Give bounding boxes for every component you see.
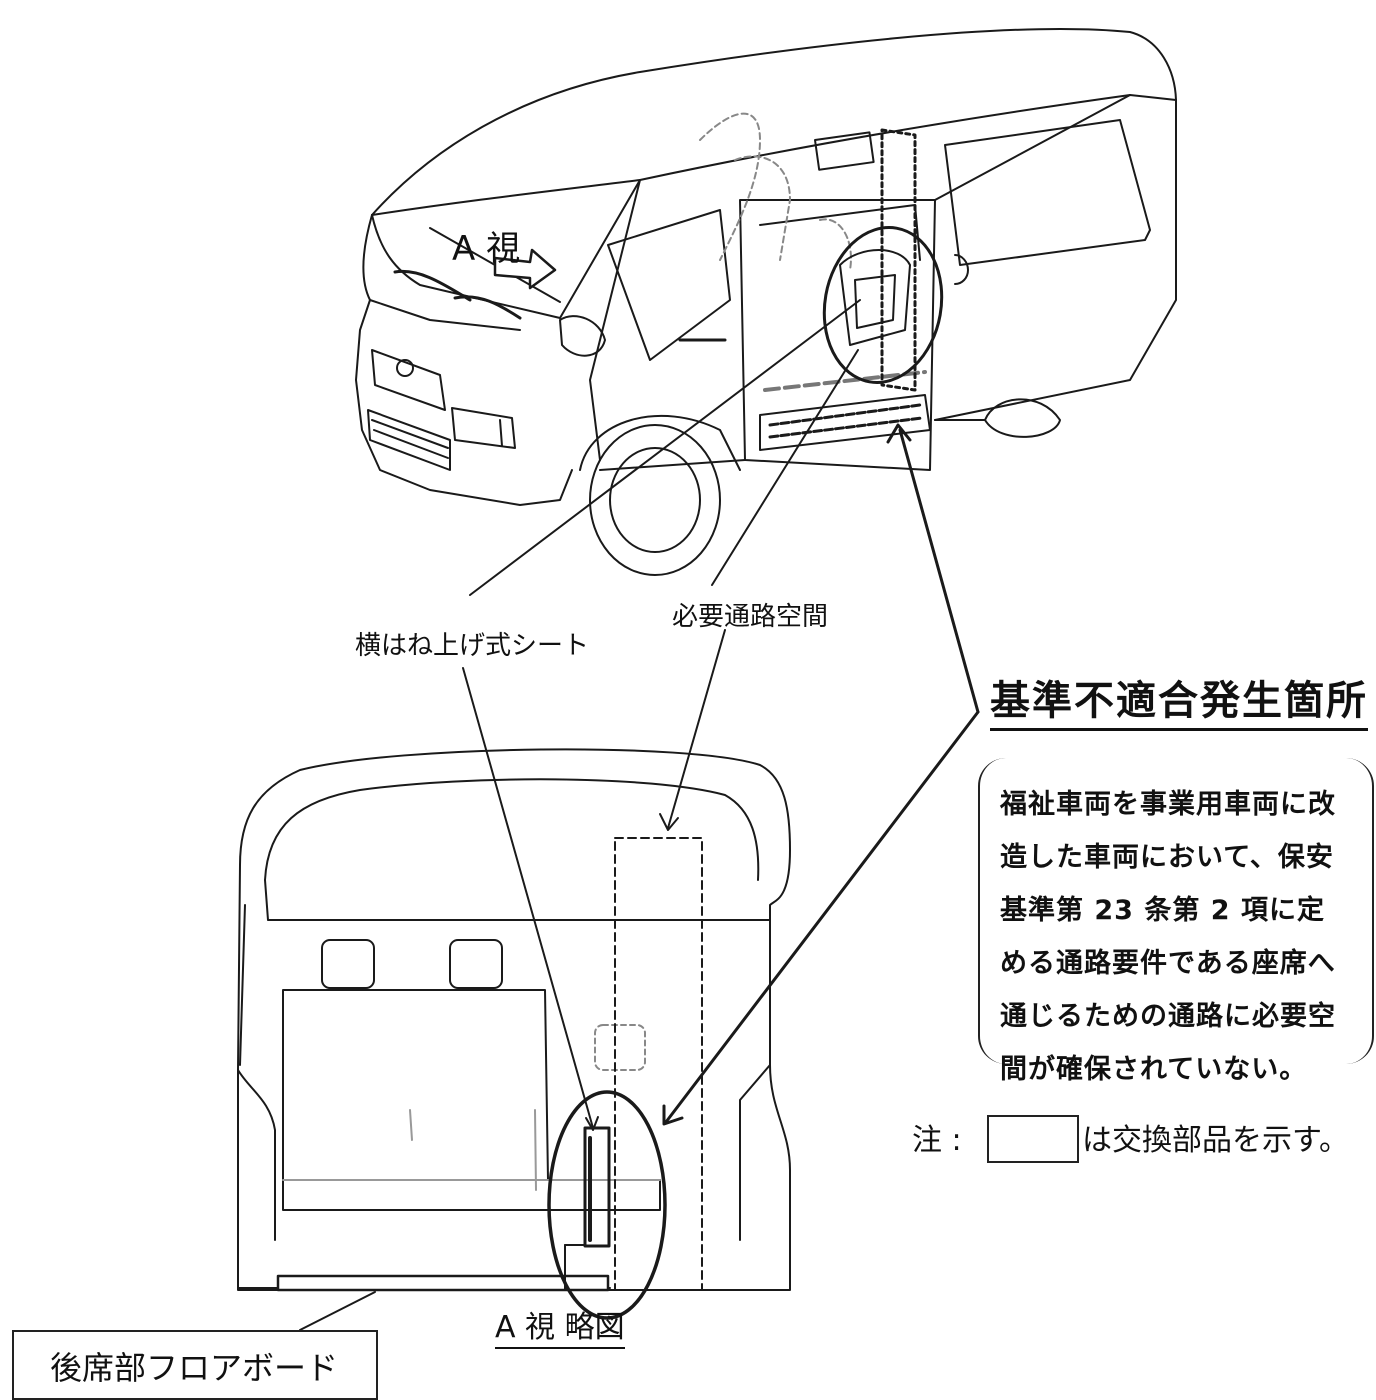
sketch-floorboard (276, 1274, 610, 1292)
legend-swatch (987, 1115, 1079, 1163)
leader-lines (299, 299, 980, 1331)
highlight-ellipse-sketch (547, 1090, 667, 1320)
view-a-arrow (493, 248, 557, 290)
note-bracket-box (978, 758, 1374, 1064)
van-windshield (371, 179, 641, 319)
legend-prefix: 注 : (912, 1123, 962, 1158)
view-a-sketch-caption: A 視 略図 (495, 1302, 625, 1349)
van-front (355, 299, 573, 506)
van-illustration (355, 27, 1177, 576)
highlight-ellipse-van (822, 226, 944, 384)
legend-text: は交換部品を示す。 (1082, 1123, 1349, 1158)
sketch-flip-up-seat (583, 1126, 611, 1248)
flip-up-seat-label: 横はね上げ式シート (355, 631, 590, 661)
sketch-body-outline (237, 748, 791, 1291)
passage-dashed-column (880, 128, 917, 392)
sliding-door-opening (739, 199, 936, 471)
front-wheel (589, 424, 721, 576)
floorboard-label-box (12, 1330, 378, 1400)
view-a-label: A 視 (452, 229, 521, 269)
view-a-sketch (237, 748, 791, 1320)
required-passage-label: 必要通路空間 (672, 602, 829, 632)
floorboard-label: 後席部フロアボード (50, 1349, 339, 1387)
note-body: 福祉車両を事業用車両に改造した車両において、保安基準第 23 条第 2 項に定め… (1000, 789, 1336, 1085)
van-roof (371, 27, 1177, 216)
sketch-seat-back (282, 989, 549, 1181)
sketch-headrest-2 (449, 939, 503, 989)
sketch-headrest-1 (321, 939, 375, 989)
sketch-passage-column (614, 837, 703, 1291)
nonconformity-heading: 基準不適合発生箇所 (990, 668, 1368, 731)
